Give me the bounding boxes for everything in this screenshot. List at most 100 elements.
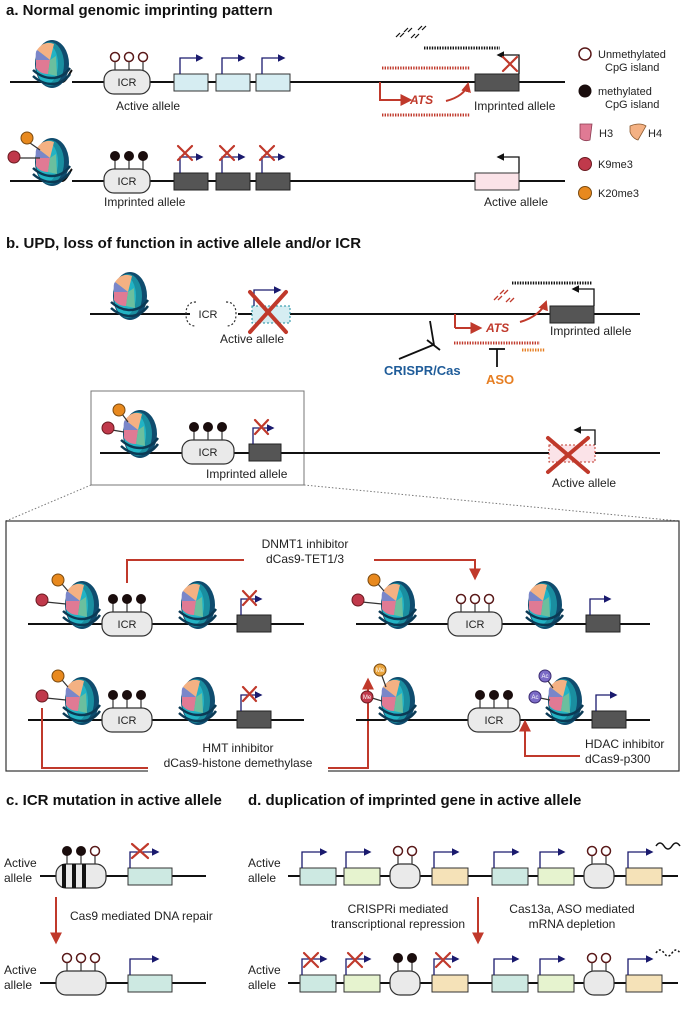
active-allele-label: Active allele	[484, 195, 548, 209]
panel-c-mutated-allele: Active allele	[4, 842, 206, 889]
legend-h4: H4	[648, 128, 662, 140]
me-mark	[360, 690, 374, 704]
k9me3-mark	[35, 689, 49, 703]
legend: Unmethylated CpG island methylated CpG i…	[578, 47, 666, 200]
icr-label: ICR	[118, 176, 137, 188]
active-label: Active	[248, 856, 281, 870]
panel-d-top-allele: Active allele	[248, 842, 681, 889]
crispri-label-2: transcriptional repression	[331, 917, 465, 931]
degraded-rna-icon	[395, 25, 427, 39]
h4-icon	[629, 123, 647, 141]
cas13-label-2: mRNA depletion	[529, 917, 616, 931]
me-mark-label-2: Me	[363, 695, 372, 701]
hmt-label-2: dCas9-histone demethylase	[164, 756, 313, 770]
ats-label: ATS	[485, 321, 509, 335]
k20me3-mark	[20, 131, 34, 145]
gene-box	[215, 73, 251, 92]
dnmt-label-2: dCas9-TET1/3	[266, 552, 344, 566]
icr-label: ICR	[118, 77, 137, 89]
hdac-label-2: dCas9-p300	[585, 752, 651, 766]
aso-label: ASO	[486, 372, 514, 387]
allele-label: allele	[248, 871, 276, 885]
repair-label: Cas9 mediated DNA repair	[70, 909, 213, 923]
detail-row1-right: ICR	[351, 573, 650, 637]
panel-b-bottom-allele: ICR Imprinted allele Active allele	[100, 403, 660, 490]
icr-label: ICR	[485, 715, 504, 727]
icr-label: ICR	[199, 447, 218, 459]
panel-c-title: c. ICR mutation in active allele	[6, 792, 222, 809]
active-label: Active	[4, 963, 37, 977]
gene-box	[173, 73, 209, 92]
icr-label: ICR	[118, 715, 137, 727]
legend-h3: H3	[599, 128, 613, 140]
active-allele-label: Active allele	[116, 99, 180, 113]
crispri-label-1: CRISPRi mediated	[348, 902, 449, 916]
h3-icon	[579, 123, 593, 142]
k9me3-mark	[351, 593, 365, 607]
imprinted-allele-label: Imprinted allele	[474, 99, 556, 113]
detail-row2-left: ICR	[28, 669, 304, 733]
imprinted-gene-box	[549, 305, 595, 324]
panel-a-bottom-allele: ICR Imprinted allele Active allele	[7, 131, 565, 209]
degraded-mrna-icon	[655, 949, 681, 957]
imprinted-allele-label: Imprinted allele	[550, 324, 632, 338]
active-gene-box	[474, 172, 520, 191]
legend-unmethylated: Unmethylated	[598, 49, 666, 61]
allele-label: allele	[4, 871, 32, 885]
hdac-label-1: HDAC inhibitor	[585, 737, 664, 751]
legend-k20me3: K20me3	[598, 188, 639, 200]
hdac-arrow	[519, 719, 580, 757]
icr-label: ICR	[466, 619, 485, 631]
legend-unmethylated-2: CpG island	[605, 62, 659, 74]
panel-b-top-allele: ICR Active allele Imprinted allele ATS C…	[90, 270, 640, 387]
me-mark-label-1: Me	[376, 668, 385, 674]
gene-box	[255, 73, 291, 92]
allele-label: allele	[4, 978, 32, 992]
active-allele-label: Active allele	[220, 332, 284, 346]
ac-mark-label-1: Ac	[541, 674, 548, 680]
panel-a-top-allele: ICR Active allele ATS Imprinted allele	[10, 25, 565, 117]
icr-label: ICR	[118, 619, 137, 631]
hmt-label-1: HMT inhibitor	[202, 741, 273, 755]
ac-mark	[528, 690, 542, 704]
legend-methylated: methylated	[598, 86, 652, 98]
me-mark	[373, 663, 387, 677]
nucleosome-icon	[31, 38, 72, 90]
panel-d-title: d. duplication of imprinted gene in acti…	[248, 792, 581, 809]
allele-label: allele	[248, 978, 276, 992]
active-label: Active	[248, 963, 281, 977]
ats-label: ATS	[409, 93, 433, 107]
panel-b-title: b. UPD, loss of function in active allel…	[6, 235, 361, 252]
imprinted-allele-label: Imprinted allele	[104, 195, 186, 209]
icr-label: ICR	[199, 309, 218, 321]
legend-methylated-2: CpG island	[605, 99, 659, 111]
k9me3-mark	[35, 593, 49, 607]
cas13-label-1: Cas13a, ASO mediated	[509, 902, 634, 916]
nucleosome-icon	[31, 136, 72, 188]
nucleosome-icon	[109, 270, 150, 322]
k20me3-mark	[367, 573, 381, 587]
silenced-x-icon	[176, 144, 276, 162]
k20me3-mark	[51, 669, 65, 683]
imprinted-allele-label: Imprinted allele	[206, 467, 288, 481]
panel-a-title: a. Normal genomic imprinting pattern	[6, 2, 273, 19]
ac-mark-label-2: Ac	[531, 695, 538, 701]
icr-box	[103, 168, 151, 194]
k20me3-mark	[51, 573, 65, 587]
dnmt-label-1: DNMT1 inhibitor	[262, 537, 349, 551]
detail-row1-left: ICR	[28, 573, 304, 637]
icr-box	[103, 69, 151, 95]
k9me3-mark	[101, 421, 115, 435]
panel-d-bottom-allele: Active allele	[248, 949, 681, 996]
legend-k9me3: K9me3	[598, 159, 633, 171]
ac-mark	[538, 669, 552, 683]
active-label: Active	[4, 856, 37, 870]
mrna-icon	[655, 842, 681, 850]
zoom-inset-frame	[90, 390, 305, 486]
active-allele-label: Active allele	[552, 476, 616, 490]
degraded-rna-icon	[493, 289, 515, 303]
k20me3-mark	[112, 403, 126, 417]
crispr-inhibit-icon	[429, 320, 435, 346]
k9me3-mark	[7, 150, 21, 164]
